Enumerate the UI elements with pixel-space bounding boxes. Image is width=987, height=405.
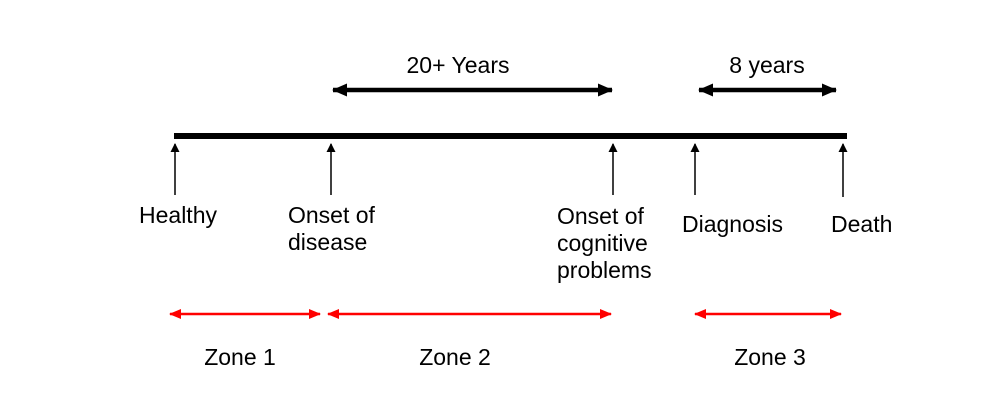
event-label-onset-of-disease: Onset of disease (288, 202, 375, 255)
event-label-onset-of-cognitive-problems: Onset of cognitive problems (557, 203, 652, 283)
duration-label-20-plus-years: 20+ Years (406, 52, 510, 78)
event-label-diagnosis: Diagnosis (682, 211, 783, 237)
zone-2-label: Zone 2 (419, 344, 491, 370)
zone-1-label: Zone 1 (204, 344, 276, 370)
event-label-death: Death (831, 211, 893, 237)
event-label-healthy: Healthy (139, 202, 217, 228)
duration-label-8-years: 8 years (729, 52, 805, 78)
zone-3-label: Zone 3 (734, 344, 806, 370)
